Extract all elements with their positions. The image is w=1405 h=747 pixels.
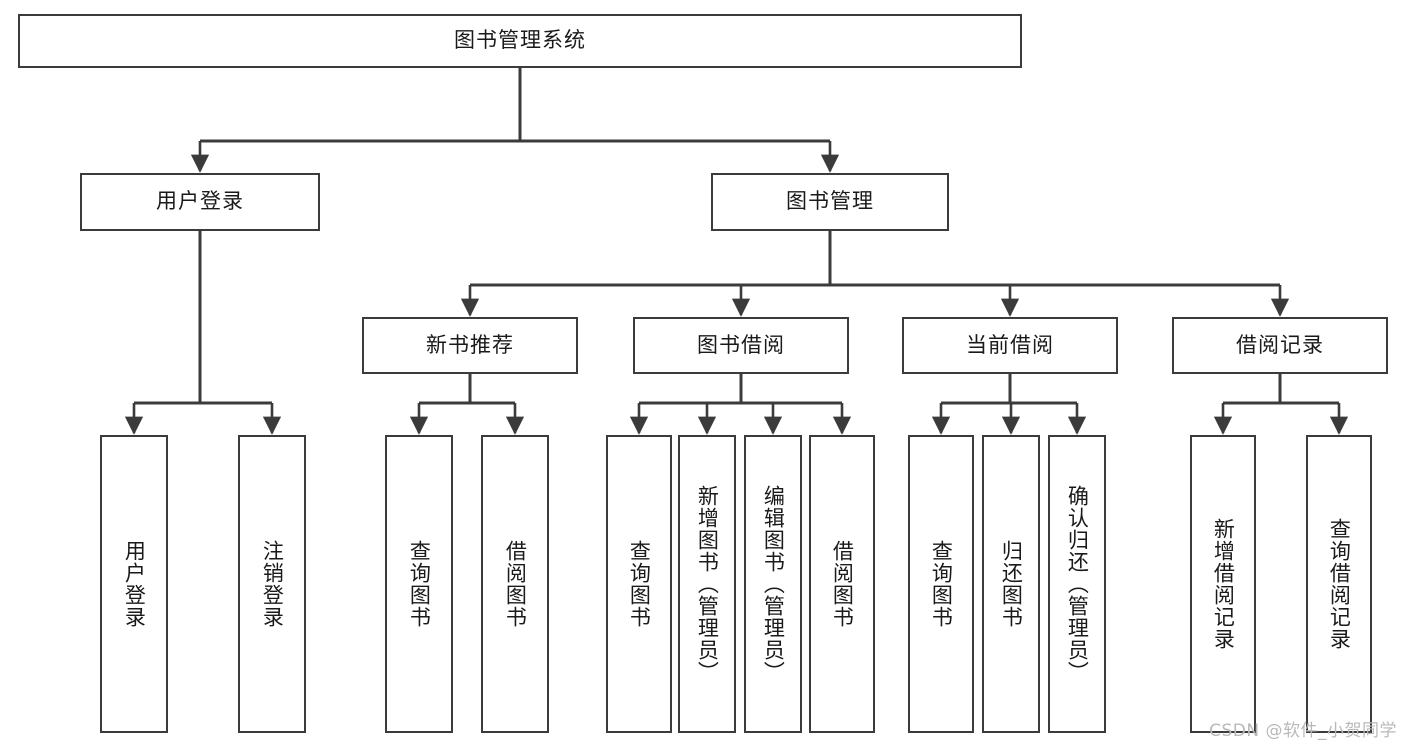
node-label: 图书借阅: [697, 332, 785, 357]
node-borrow-record[interactable]: 借阅记录: [1172, 317, 1388, 374]
node-leaf-user-login[interactable]: 用户登录: [100, 435, 168, 733]
node-leaf-confirm-return[interactable]: 确认归还（管理员）: [1048, 435, 1106, 733]
node-label: 借阅图书: [830, 540, 855, 628]
node-book-management[interactable]: 图书管理: [711, 173, 949, 231]
node-label: 借阅记录: [1236, 332, 1324, 357]
node-leaf-borrow-book-1[interactable]: 借阅图书: [481, 435, 549, 733]
node-root[interactable]: 图书管理系统: [18, 14, 1022, 68]
node-label: 用户登录: [122, 540, 147, 628]
node-label: 新增图书（管理员）: [695, 485, 720, 683]
node-leaf-edit-book[interactable]: 编辑图书（管理员）: [744, 435, 802, 733]
node-label: 查询图书: [929, 540, 954, 628]
node-label: 新书推荐: [426, 332, 514, 357]
csdn-watermark: CSDN @软件_小贺同学: [1209, 721, 1397, 741]
node-leaf-return-book[interactable]: 归还图书: [982, 435, 1040, 733]
node-label: 确认归还（管理员）: [1065, 485, 1090, 683]
node-leaf-add-record[interactable]: 新增借阅记录: [1190, 435, 1256, 733]
node-label: 注销登录: [260, 540, 285, 628]
node-leaf-add-book[interactable]: 新增图书（管理员）: [678, 435, 736, 733]
node-current-borrow[interactable]: 当前借阅: [902, 317, 1118, 374]
node-label: 查询图书: [627, 540, 652, 628]
node-label: 借阅图书: [503, 540, 528, 628]
node-book-borrow[interactable]: 图书借阅: [633, 317, 849, 374]
node-user-login[interactable]: 用户登录: [80, 173, 320, 231]
node-leaf-query-record[interactable]: 查询借阅记录: [1306, 435, 1372, 733]
node-label: 查询借阅记录: [1327, 518, 1352, 650]
node-leaf-query-book-2[interactable]: 查询图书: [606, 435, 672, 733]
node-label: 查询图书: [407, 540, 432, 628]
node-label: 归还图书: [999, 540, 1024, 628]
node-leaf-user-logout[interactable]: 注销登录: [238, 435, 306, 733]
node-leaf-query-book-3[interactable]: 查询图书: [908, 435, 974, 733]
node-new-book-recommend[interactable]: 新书推荐: [362, 317, 578, 374]
node-leaf-borrow-book-2[interactable]: 借阅图书: [809, 435, 875, 733]
node-leaf-query-book-1[interactable]: 查询图书: [385, 435, 453, 733]
node-label: 图书管理系统: [454, 28, 586, 53]
node-label: 用户登录: [156, 189, 244, 214]
node-label: 新增借阅记录: [1211, 518, 1236, 650]
node-label: 当前借阅: [966, 332, 1054, 357]
node-label: 图书管理: [786, 189, 874, 214]
node-label: 编辑图书（管理员）: [761, 485, 786, 683]
